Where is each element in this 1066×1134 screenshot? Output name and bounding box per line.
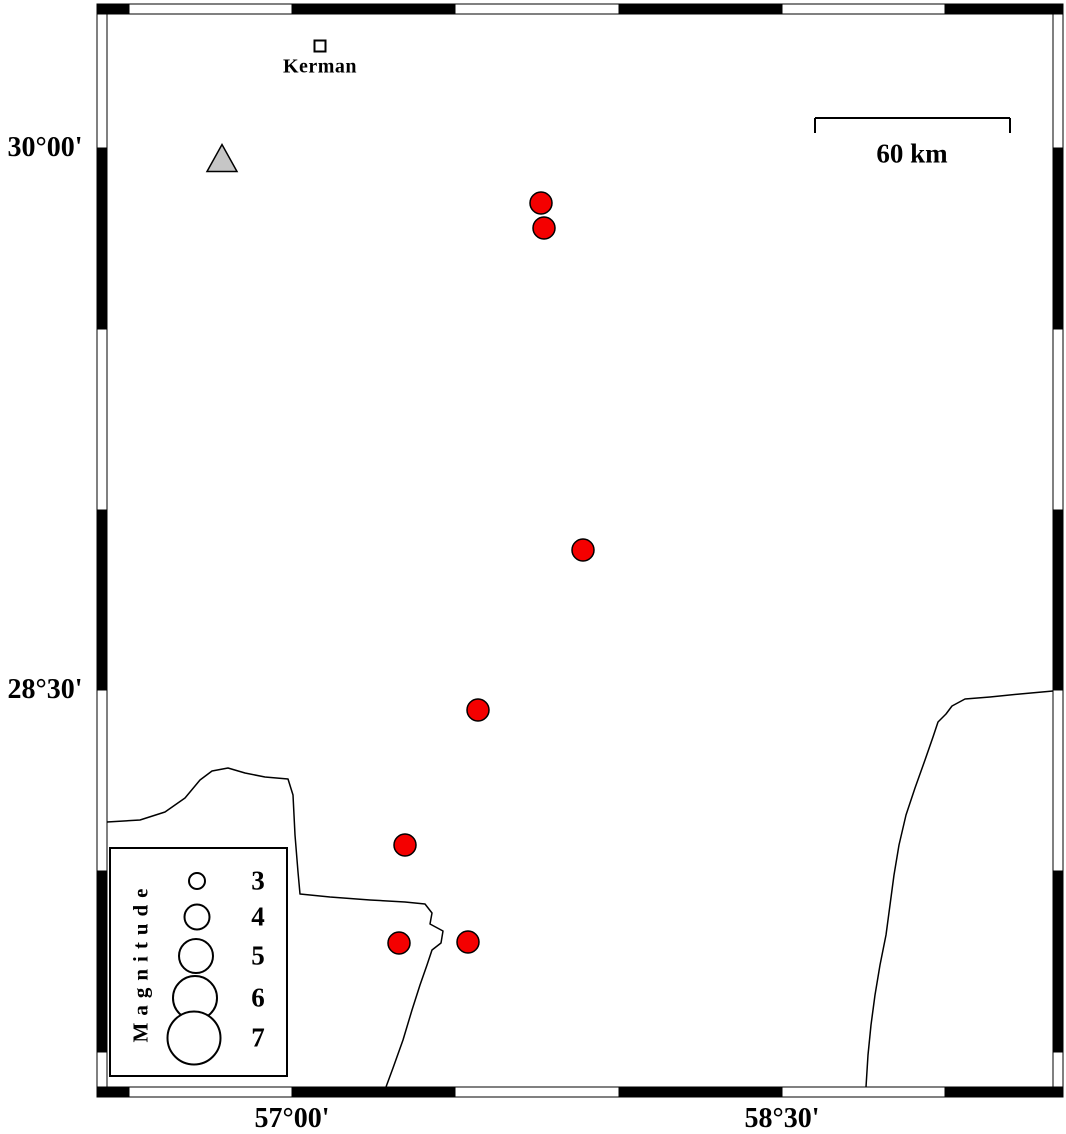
station-triangle-icon [205, 142, 239, 173]
coastline-east [865, 690, 1054, 1088]
scale-bar [814, 117, 1011, 133]
legend-magnitude-circle [166, 1010, 222, 1066]
city-label-kerman: Kerman [282, 55, 358, 78]
axis-label-longitude: 58°30' [744, 1103, 820, 1134]
earthquake-marker [387, 931, 411, 955]
coastline-west [106, 767, 444, 1088]
legend-magnitude-value: 6 [251, 982, 265, 1013]
earthquake-marker [456, 930, 480, 954]
city-marker-square [313, 39, 327, 53]
legend-magnitude-value: 7 [251, 1022, 265, 1053]
legend-magnitude-circle [183, 903, 211, 931]
earthquake-marker [529, 191, 553, 215]
earthquake-marker [393, 833, 417, 857]
axis-label-latitude: 30°00' [7, 132, 83, 163]
frame-top-segment [944, 3, 1064, 15]
scale-bar-label: 60 km [876, 138, 948, 169]
legend-magnitude-circle [188, 872, 206, 890]
axis-label-longitude: 57°00' [254, 1103, 330, 1134]
axis-label-latitude: 28°30' [7, 674, 83, 705]
legend-magnitude-circle [178, 938, 214, 974]
earthquake-marker [571, 538, 595, 562]
legend-magnitude-value: 3 [251, 865, 265, 896]
earthquake-marker [466, 698, 490, 722]
earthquake-marker [532, 216, 556, 240]
legend-magnitude-value: 5 [251, 940, 265, 971]
legend-magnitude-value: 4 [251, 901, 265, 932]
legend-title: Magnitude [128, 881, 153, 1043]
frame-bottom-segment [944, 1086, 1064, 1098]
